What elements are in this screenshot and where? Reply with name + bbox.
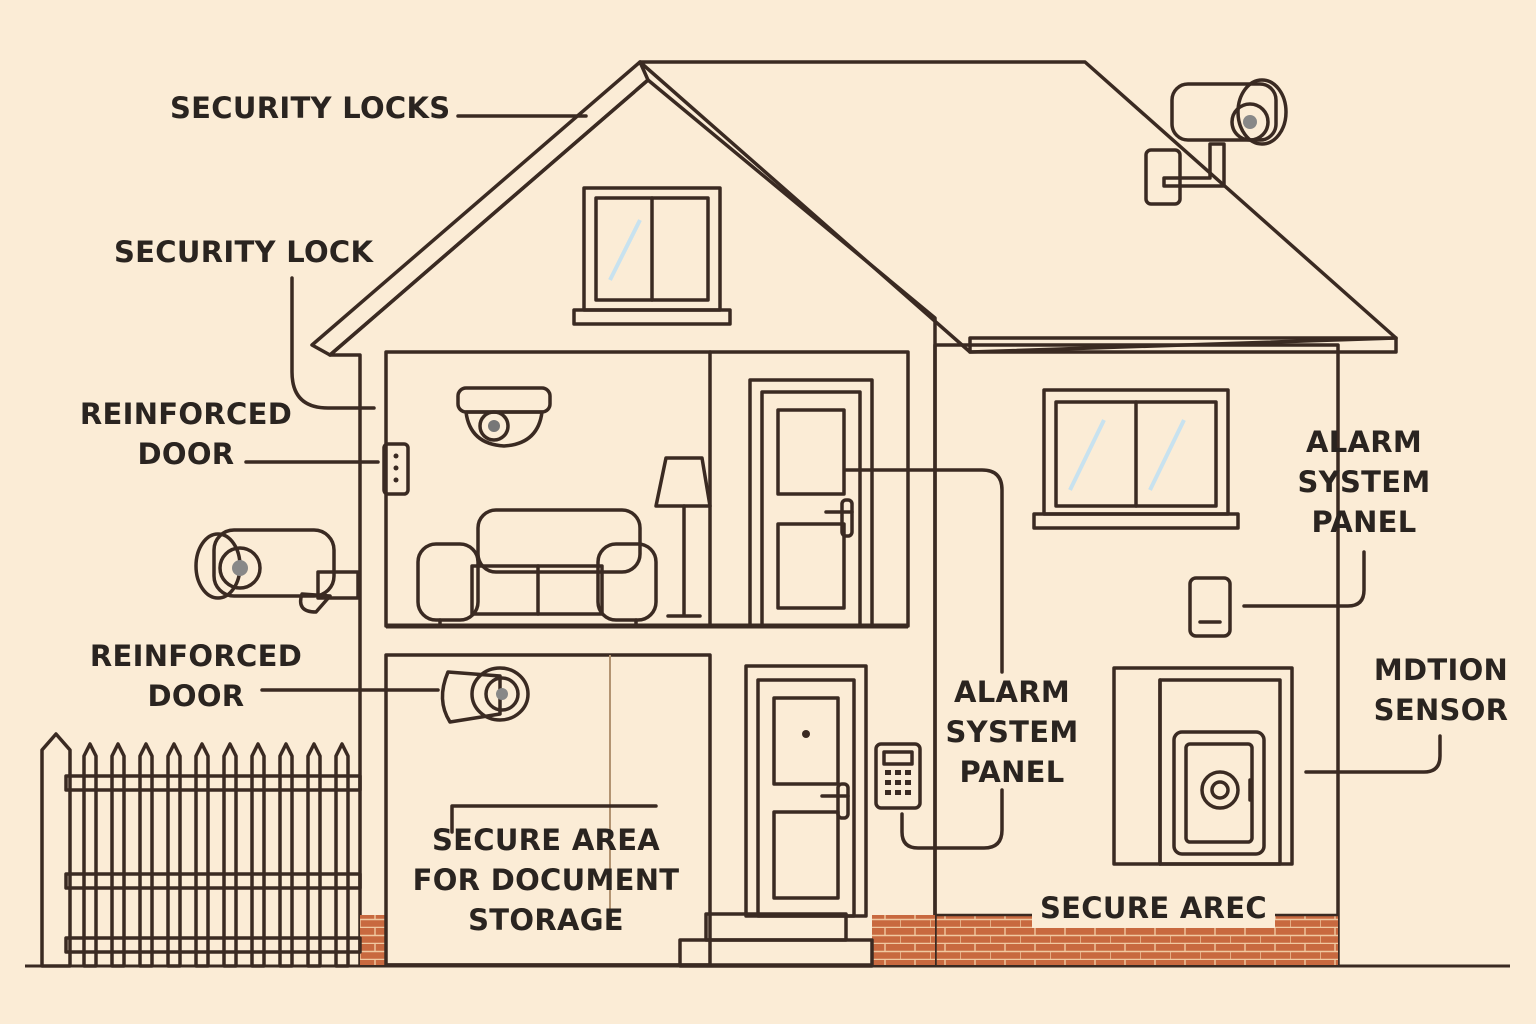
sofa-icon: [418, 510, 656, 626]
label-security-locks: SECURITY LOCKS: [170, 88, 450, 128]
attic-window: [574, 188, 730, 324]
safe-icon: [1174, 732, 1264, 854]
label-reinforced-door-upper: REINFORCED DOOR: [76, 394, 296, 474]
label-line: MDTION: [1362, 650, 1520, 690]
label-line: ALARM: [932, 672, 1092, 712]
upper-door: [750, 380, 872, 626]
label-secure-document-storage: SECURE AREA FOR DOCUMENT STORAGE: [396, 820, 696, 940]
front-door: [746, 666, 866, 916]
label-line: REINFORCED: [86, 636, 306, 676]
label-line: SECURE AREA: [396, 820, 696, 860]
label-line: SYSTEM: [1284, 462, 1444, 502]
label-reinforced-door-lower: REINFORCED DOOR: [86, 636, 306, 716]
label-line: SYSTEM: [932, 712, 1092, 752]
bullet-camera-icon: [442, 668, 528, 722]
label-line: DOOR: [86, 676, 306, 716]
label-line: ALARM: [1284, 422, 1444, 462]
label-alarm-panel-center: ALARM SYSTEM PANEL: [932, 672, 1092, 792]
label-line: STORAGE: [396, 900, 696, 940]
label-line: REINFORCED: [76, 394, 296, 434]
dome-camera-icon: [458, 388, 550, 446]
motion-sensor-icon: [1190, 578, 1230, 636]
roof-camera-icon: [1146, 80, 1286, 204]
camera-icon: [196, 530, 358, 612]
label-line: PANEL: [932, 752, 1092, 792]
label-line: DOOR: [76, 434, 296, 474]
label-line: SENSOR: [1362, 690, 1520, 730]
fence-icon: [42, 734, 360, 966]
label-security-lock: SECURITY LOCK: [114, 232, 373, 272]
right-window: [1034, 390, 1238, 528]
label-alarm-panel-right: ALARM SYSTEM PANEL: [1284, 422, 1444, 542]
label-line: PANEL: [1284, 502, 1444, 542]
label-line: FOR DOCUMENT: [396, 860, 696, 900]
roof: [312, 62, 1396, 355]
lamp-icon: [656, 458, 710, 616]
label-motion-sensor: MDTION SENSOR: [1362, 650, 1520, 730]
label-secure-area: SECURE AREC: [1032, 888, 1275, 928]
alarm-keypad-icon: [876, 744, 920, 808]
